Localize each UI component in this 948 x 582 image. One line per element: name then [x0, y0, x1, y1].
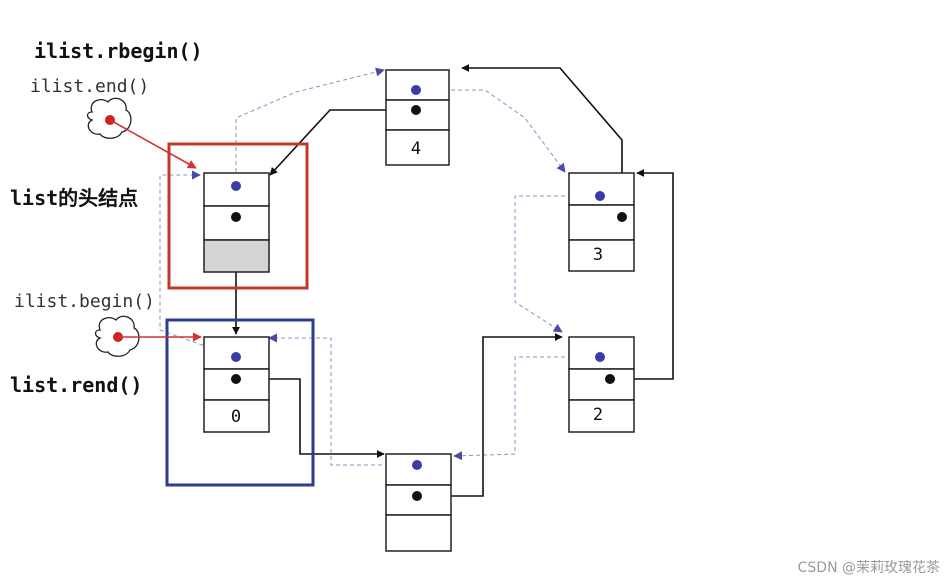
next-pointer-dot: [617, 212, 627, 222]
node-2: 2: [568, 336, 635, 433]
prev-pointer-dot: [231, 181, 241, 191]
prev-pointer-dot: [595, 191, 605, 201]
prev-link-n3-to-n2: [514, 195, 600, 333]
node-head: [203, 172, 270, 273]
node-0: 0: [203, 336, 270, 433]
rend-label: list.rend(): [10, 373, 142, 397]
end-iterator: [86, 97, 197, 169]
node-4: 4: [385, 69, 450, 166]
prev-pointer-dot: [411, 85, 421, 95]
head-node-frame: [167, 142, 309, 290]
end-label: ilist.end(): [30, 76, 149, 97]
prev-link-n1-to-n0: [268, 333, 417, 466]
begin-iterator: [94, 315, 202, 357]
node-0-value: 0: [231, 407, 241, 427]
node-1: [385, 453, 452, 552]
next-pointer-dot: [231, 374, 241, 384]
prev-link-n4-to-n3: [416, 89, 566, 173]
next-pointer-dot: [605, 374, 615, 384]
rbegin-label: ilist.rbegin(): [34, 39, 203, 63]
next-pointer-dot: [411, 105, 421, 115]
prev-link-head-to-n4: [235, 67, 385, 186]
next-link-n2-to-n3: [610, 169, 674, 380]
prev-pointer-dot: [231, 352, 241, 362]
next-pointer-dot: [412, 491, 422, 501]
next-pointer-dot: [231, 212, 241, 222]
node-2-value: 2: [593, 405, 603, 425]
head-node-label: list的头结点: [10, 186, 138, 210]
end-iterator-arrow: [109, 119, 197, 169]
begin-label: ilist.begin(): [14, 291, 155, 312]
prev-link-n0-to-head: [159, 170, 237, 358]
node-4-value: 4: [411, 139, 421, 159]
node-3: 3: [568, 172, 635, 272]
watermark: CSDN @茉莉玫瑰花茶: [798, 559, 940, 576]
prev-pointer-dot: [595, 352, 605, 362]
prev-link-n2-to-n1: [453, 356, 600, 461]
begin-node-frame: [165, 318, 315, 487]
prev-pointer-dot: [412, 460, 422, 470]
node-3-value: 3: [593, 245, 603, 265]
prev-links: [159, 67, 600, 466]
